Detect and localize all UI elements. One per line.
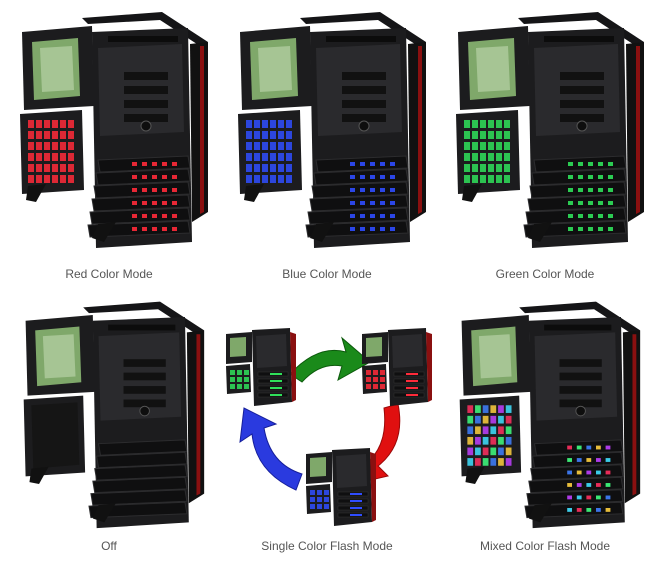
mode-caption: Mixed Color Flash Mode	[479, 539, 611, 553]
mode-caption: Single Color Flash Mode	[261, 539, 393, 553]
case-red-led-icon	[20, 12, 208, 248]
arrow-blue-icon	[239, 407, 303, 491]
case-mixed-led-icon	[459, 301, 641, 529]
mode-blue: Blue Color Mode	[218, 0, 436, 282]
arrow-green-icon	[289, 336, 371, 383]
mini-case-green-icon	[226, 328, 296, 406]
mode-mixed-flash: Mixed Color Flash Mode	[436, 282, 654, 565]
case-blue-led-icon	[238, 12, 426, 248]
mode-caption: Green Color Mode	[495, 267, 595, 281]
case-off-icon	[23, 301, 205, 529]
mini-case-red-icon	[362, 328, 432, 406]
mode-red: Red Color Mode	[0, 0, 218, 282]
mode-green: Green Color Mode	[436, 0, 654, 282]
mini-case-blue-icon	[306, 448, 376, 526]
mode-caption: Blue Color Mode	[282, 267, 372, 281]
mode-caption: Off	[101, 539, 117, 553]
flash-cycle-icon	[226, 328, 432, 526]
mode-off: Off	[0, 282, 218, 565]
mode-single-flash: Single Color Flash Mode	[218, 282, 436, 565]
case-green-led-icon	[456, 12, 644, 248]
mode-caption: Red Color Mode	[65, 267, 153, 281]
